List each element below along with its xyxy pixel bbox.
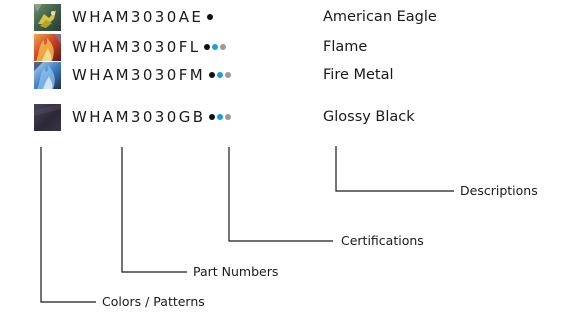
fire-metal-swatch xyxy=(34,62,61,89)
product-row-american-eagle: WHAM3030AE American Eagle xyxy=(0,4,573,31)
flame-swatch xyxy=(34,34,61,61)
part-number: WHAM3030GB xyxy=(72,108,233,127)
colors-patterns-label: Colors / Patterns xyxy=(102,294,205,309)
descriptions-label: Descriptions xyxy=(460,183,538,198)
description: Glossy Black xyxy=(323,109,415,125)
certification-dot xyxy=(207,14,214,20)
american-eagle-swatch xyxy=(34,4,61,31)
certifications-leader xyxy=(228,147,333,242)
certification-dot xyxy=(225,114,232,120)
part-number: WHAM3030AE xyxy=(72,8,215,27)
product-row-flame: WHAM3030FL Flame xyxy=(0,34,573,61)
certification-dots xyxy=(204,36,228,55)
certification-dots xyxy=(209,64,233,83)
certification-dot xyxy=(217,114,224,120)
product-row-glossy-black: WHAM3030GB Glossy Black xyxy=(0,104,573,131)
description: Flame xyxy=(323,39,368,55)
certification-dot xyxy=(220,44,227,50)
certifications-label: Certifications xyxy=(341,233,424,248)
part-numbers-leader xyxy=(121,147,187,273)
certification-dots xyxy=(209,106,233,125)
product-row-fire-metal: WHAM3030FM Fire Metal xyxy=(0,62,573,89)
certification-dot xyxy=(217,72,224,78)
certification-dots xyxy=(207,6,215,25)
certification-dot xyxy=(209,114,216,120)
part-number: WHAM3030FL xyxy=(72,38,228,57)
description: American Eagle xyxy=(323,9,437,25)
certification-dot xyxy=(209,72,216,78)
part-numbers-label: Part Numbers xyxy=(193,264,279,279)
part-number: WHAM3030FM xyxy=(72,66,233,85)
certification-dot xyxy=(212,44,219,50)
glossy-black-swatch xyxy=(34,104,61,131)
certification-dot xyxy=(204,44,211,50)
description: Fire Metal xyxy=(323,67,394,83)
descriptions-leader xyxy=(335,146,454,192)
colors-patterns-leader xyxy=(40,147,96,303)
certification-dot xyxy=(225,72,232,78)
